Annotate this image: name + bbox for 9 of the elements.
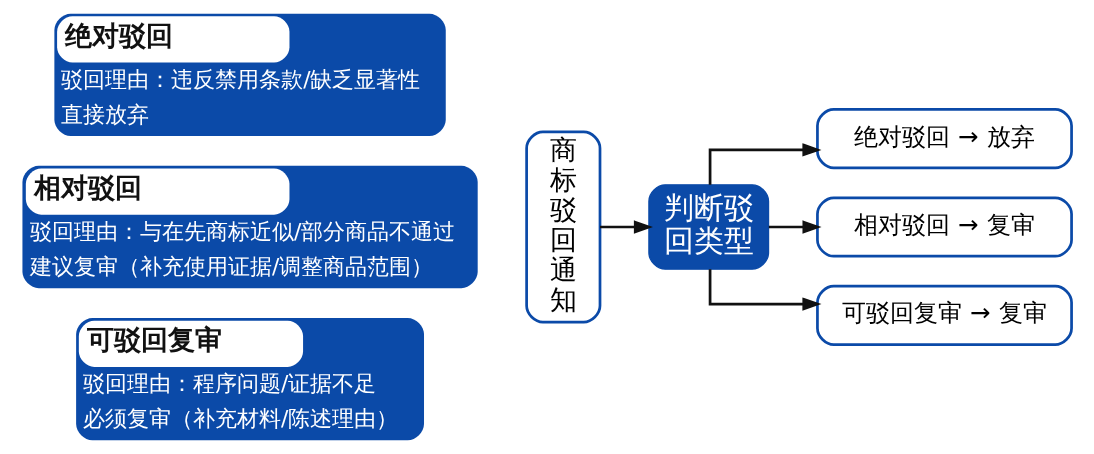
node-box: 相对驳回 → 复审 xyxy=(816,196,1073,258)
node-box: 可驳回复审 → 复审 xyxy=(816,284,1073,346)
arrow xyxy=(768,220,822,234)
arrow xyxy=(708,269,822,311)
node-box: 判断驳回类型 xyxy=(648,184,770,270)
node-box: 商标驳回通知 xyxy=(525,130,602,324)
arrow xyxy=(600,220,653,234)
node-box: 绝对驳回 → 放弃 xyxy=(816,108,1073,170)
arrow xyxy=(708,143,822,185)
